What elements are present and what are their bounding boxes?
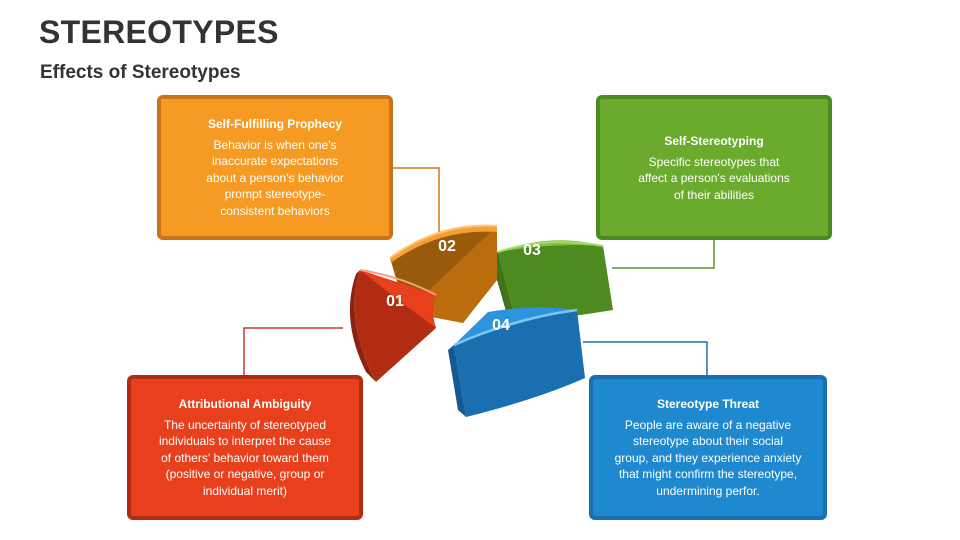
card-body: Specific stereotypes that affect a perso… (638, 154, 790, 202)
connector-03 (612, 240, 715, 269)
page-title: STEREOTYPES (39, 14, 279, 50)
segment-01 (349, 269, 437, 382)
card-body: People are aware of a negative stereotyp… (614, 417, 802, 498)
segment-04 (448, 307, 585, 417)
card-stereotype-threat: Stereotype Threat People are aware of a … (589, 375, 827, 520)
card-heading: Self-Stereotyping (664, 134, 764, 148)
connector-02 (393, 167, 440, 236)
page-subtitle: Effects of Stereotypes (40, 62, 241, 83)
segment-number-03: 03 (523, 242, 541, 259)
segment-number-04: 04 (492, 317, 510, 334)
card-attributional-ambiguity: Attributional Ambiguity The uncertainty … (127, 375, 363, 520)
connector-01 (243, 327, 343, 375)
card-heading: Attributional Ambiguity (178, 397, 312, 411)
card-body: The uncertainty of stereotyped individua… (158, 417, 332, 498)
segment-number-01: 01 (386, 293, 404, 310)
card-self-stereotyping: Self-Stereotyping Specific stereotypes t… (596, 95, 832, 240)
card-heading: Stereotype Threat (656, 397, 760, 411)
card-body: Behavior is when one's inaccurate expect… (206, 137, 344, 218)
segment-number-02: 02 (438, 238, 456, 255)
card-self-fulfilling-prophecy: Self-Fulfilling Prophecy Behavior is whe… (157, 95, 393, 240)
connector-04 (583, 341, 708, 375)
card-heading: Self-Fulfilling Prophecy (207, 117, 342, 131)
